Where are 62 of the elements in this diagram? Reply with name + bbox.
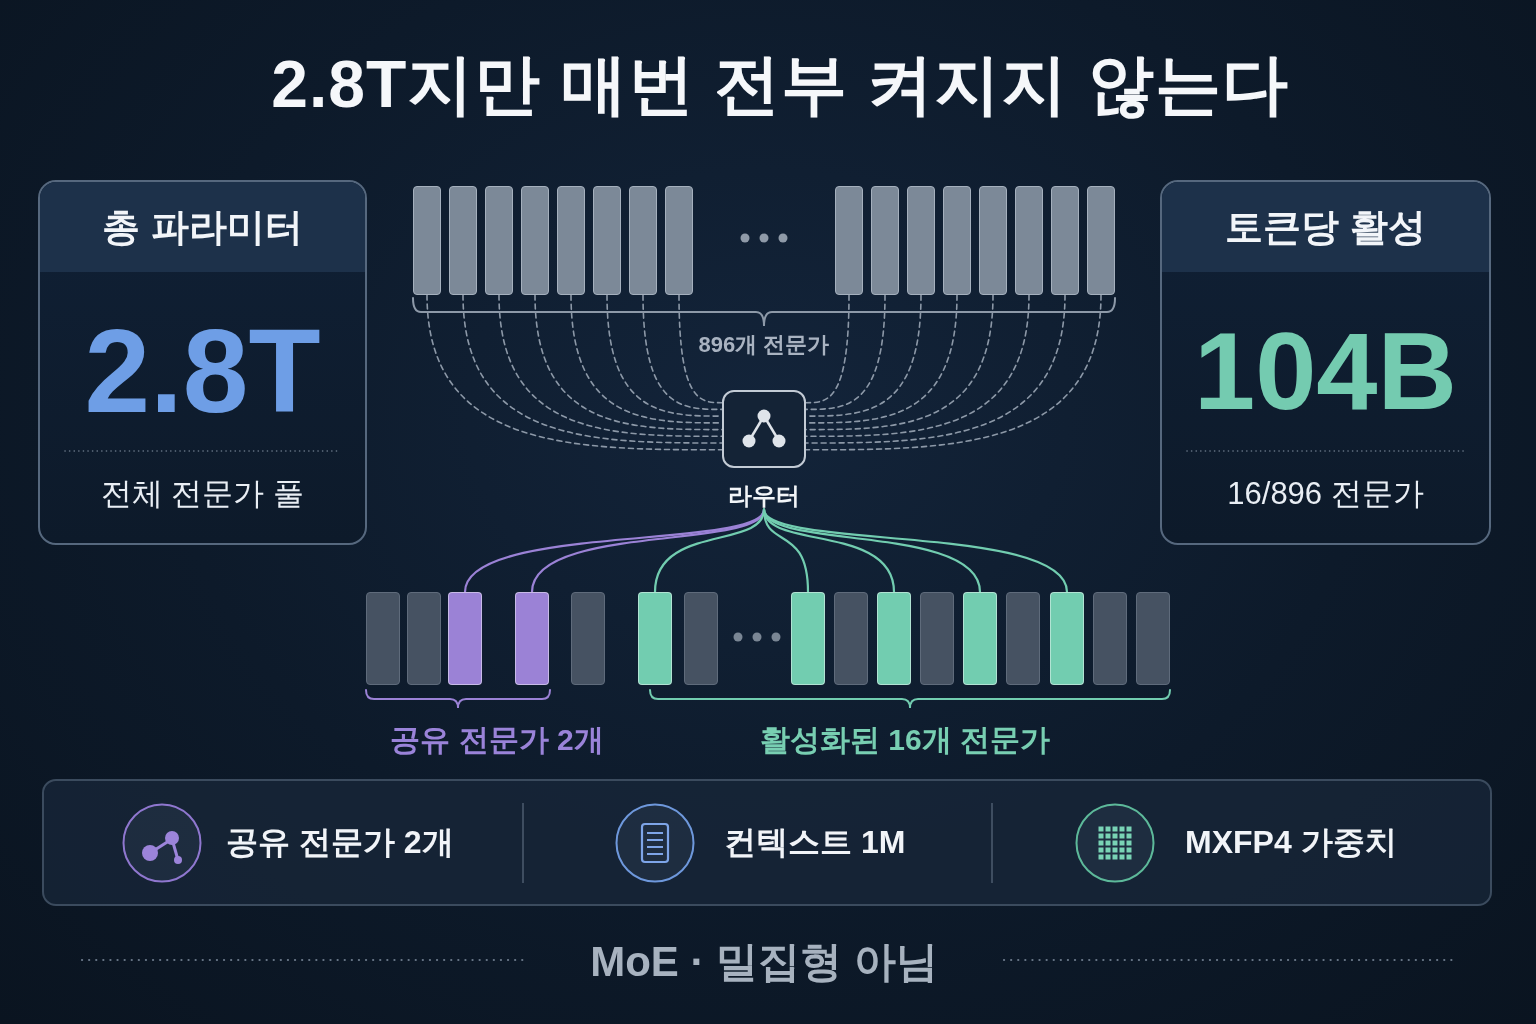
expert-bar: [979, 186, 1007, 295]
expert-bar: [665, 186, 693, 295]
page-title: 2.8T지만 매번 전부 켜지지 않는다: [271, 46, 1289, 123]
expert-bar: [1006, 592, 1040, 685]
dashed-line: [805, 294, 1066, 444]
dashed-line: [805, 294, 850, 404]
dashed-line: [678, 294, 723, 404]
expert-bar: [593, 186, 621, 295]
expert-bar: [638, 592, 672, 685]
info-text: MXFP4 가중치: [1185, 823, 1397, 862]
expert-bar: [557, 186, 585, 295]
expert-bar: [1050, 592, 1084, 685]
expert-bar: [521, 186, 549, 295]
expert-bar: [943, 186, 971, 295]
expert-bar: [407, 592, 441, 685]
stat-card: [1160, 180, 1491, 545]
expert-bar: [413, 186, 441, 295]
expert-bar: [907, 186, 935, 295]
expert-bar: [366, 592, 400, 685]
expert-bar: [1087, 186, 1115, 295]
dashed-line: [426, 294, 723, 451]
group-label: 활성화된 16개 전문가: [760, 721, 1050, 758]
expert-bar: [1051, 186, 1079, 295]
info-panel: [42, 779, 1492, 906]
expert-bar: [791, 592, 825, 685]
group-label: 공유 전문가 2개: [390, 721, 604, 758]
expert-bar: [684, 592, 718, 685]
dashed-line: [805, 294, 1030, 438]
dashed-line: [462, 294, 723, 444]
dashed-line: [498, 294, 723, 438]
stat-value: 2.8T: [84, 312, 321, 430]
expert-bar: [485, 186, 513, 295]
expert-bar: [877, 592, 911, 685]
expert-bar: [963, 592, 997, 685]
info-text: 컨텍스트 1M: [724, 823, 906, 862]
stat-caption: 전체 전문가 풀: [100, 475, 305, 513]
stat-card: [38, 180, 367, 545]
card-heading: 총 파라미터: [40, 182, 365, 272]
expert-bar: [1136, 592, 1170, 685]
connector-line: [463, 508, 766, 594]
expert-bar: [449, 186, 477, 295]
expert-bar: [629, 186, 657, 295]
info-text: 공유 전문가 2개: [226, 823, 454, 862]
expert-bar: [835, 186, 863, 295]
card-heading: 토큰당 활성: [1162, 182, 1489, 272]
expert-bar: [1093, 592, 1127, 685]
expert-bar: [920, 592, 954, 685]
connector-line: [762, 508, 1069, 594]
group-label: 896개 전문가: [698, 331, 830, 359]
expert-bar: [871, 186, 899, 295]
expert-bar: [1015, 186, 1043, 295]
expert-bar: [515, 592, 549, 685]
router-label: 라우터: [728, 482, 800, 510]
stat-caption: 16/896 전문가: [1227, 475, 1424, 513]
dashed-line: [805, 294, 886, 411]
footnote: MoE · 밀집형 아님: [590, 937, 938, 987]
dashed-line: [642, 294, 723, 411]
expert-bar: [834, 592, 868, 685]
expert-bar: [448, 592, 482, 685]
dashed-line: [805, 294, 1102, 451]
expert-bar: [571, 592, 605, 685]
stat-value: 104B: [1194, 316, 1457, 426]
